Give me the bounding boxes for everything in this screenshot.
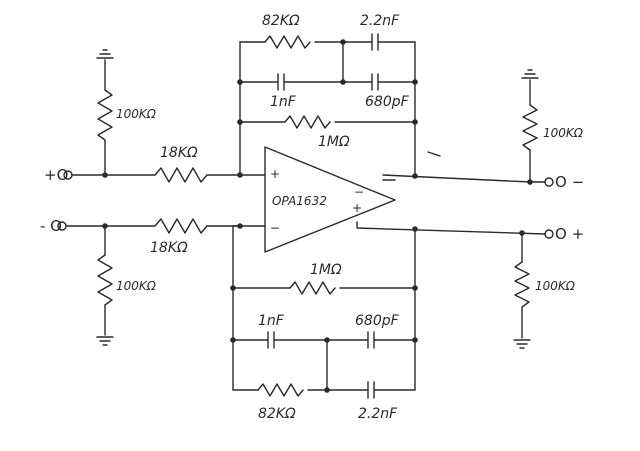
capacitor-1nf-top (277, 73, 285, 91)
opamp: OPA1632 + − + − (264, 146, 396, 253)
capacitor-1nf-bottom-label: 1nF (258, 313, 285, 329)
resistor-100k-right-bottom-label: 100KΩ (535, 279, 576, 293)
resistor-1m-top (284, 115, 331, 129)
ground-right-bottom (513, 339, 531, 349)
capacitor-2.2nf-bottom-label: 2.2nF (358, 406, 398, 422)
capacitor-680pf-top (371, 73, 379, 91)
resistor-18k-top-label: 18KΩ (160, 145, 198, 161)
resistor-1m-bottom-label: 1MΩ (310, 262, 342, 278)
output-pos-label: O + (555, 225, 584, 243)
resistor-18k-top (154, 167, 208, 183)
resistor-1m-bottom (289, 281, 336, 295)
resistor-100k-left-top-label: 100KΩ (116, 107, 157, 121)
capacitor-680pf-bottom-label: 680pF (355, 313, 400, 329)
top-feedback-network: 82KΩ 2.2nF 1nF 680pF 1MΩ (237, 13, 418, 177)
output-neg-terminal (544, 177, 554, 187)
ground-left-bottom (96, 336, 114, 346)
resistor-82k-top (264, 35, 311, 49)
bottom-feedback-network: 1MΩ 1nF 680pF 82KΩ 2.2nF (230, 225, 418, 422)
capacitor-2.2nf-top-label: 2.2nF (360, 13, 400, 29)
input-pos-label: +O (44, 166, 68, 184)
capacitor-1nf-top-label: 1nF (270, 94, 297, 110)
output-neg-label: O − (555, 173, 584, 191)
ground-right-top (521, 69, 539, 79)
resistor-18k-bottom (154, 218, 208, 234)
resistor-100k-right-top (522, 104, 538, 151)
ground-left-top (96, 49, 114, 59)
resistor-18k-bottom-label: 18KΩ (150, 240, 188, 256)
resistor-100k-left-bottom (97, 254, 113, 306)
capacitor-2.2nf-top (371, 33, 379, 51)
resistor-82k-bottom (257, 383, 304, 397)
opamp-inv-pin-label: − (270, 221, 280, 235)
capacitor-680pf-bottom (367, 331, 375, 349)
opamp-out-plus-label: + (352, 201, 362, 215)
opamp-label: OPA1632 (272, 194, 327, 208)
resistor-100k-right-bottom (514, 261, 530, 308)
resistor-100k-left-bottom-label: 100KΩ (116, 279, 157, 293)
resistor-100k-left-top (97, 89, 113, 141)
resistor-82k-top-label: 82KΩ (262, 13, 300, 29)
capacitor-1nf-bottom (267, 331, 275, 349)
input-neg-label: - O (40, 217, 62, 235)
resistor-1m-top-label: 1MΩ (318, 134, 350, 150)
direction-tick (427, 151, 441, 157)
capacitor-2.2nf-bottom (367, 381, 375, 399)
opamp-noninv-pin-label: + (270, 167, 280, 181)
resistor-82k-bottom-label: 82KΩ (258, 406, 296, 422)
resistor-100k-right-top-label: 100KΩ (543, 126, 584, 140)
output-pos-terminal (544, 229, 554, 239)
capacitor-680pf-top-label: 680pF (365, 94, 410, 110)
opamp-out-minus-label: − (354, 185, 364, 199)
